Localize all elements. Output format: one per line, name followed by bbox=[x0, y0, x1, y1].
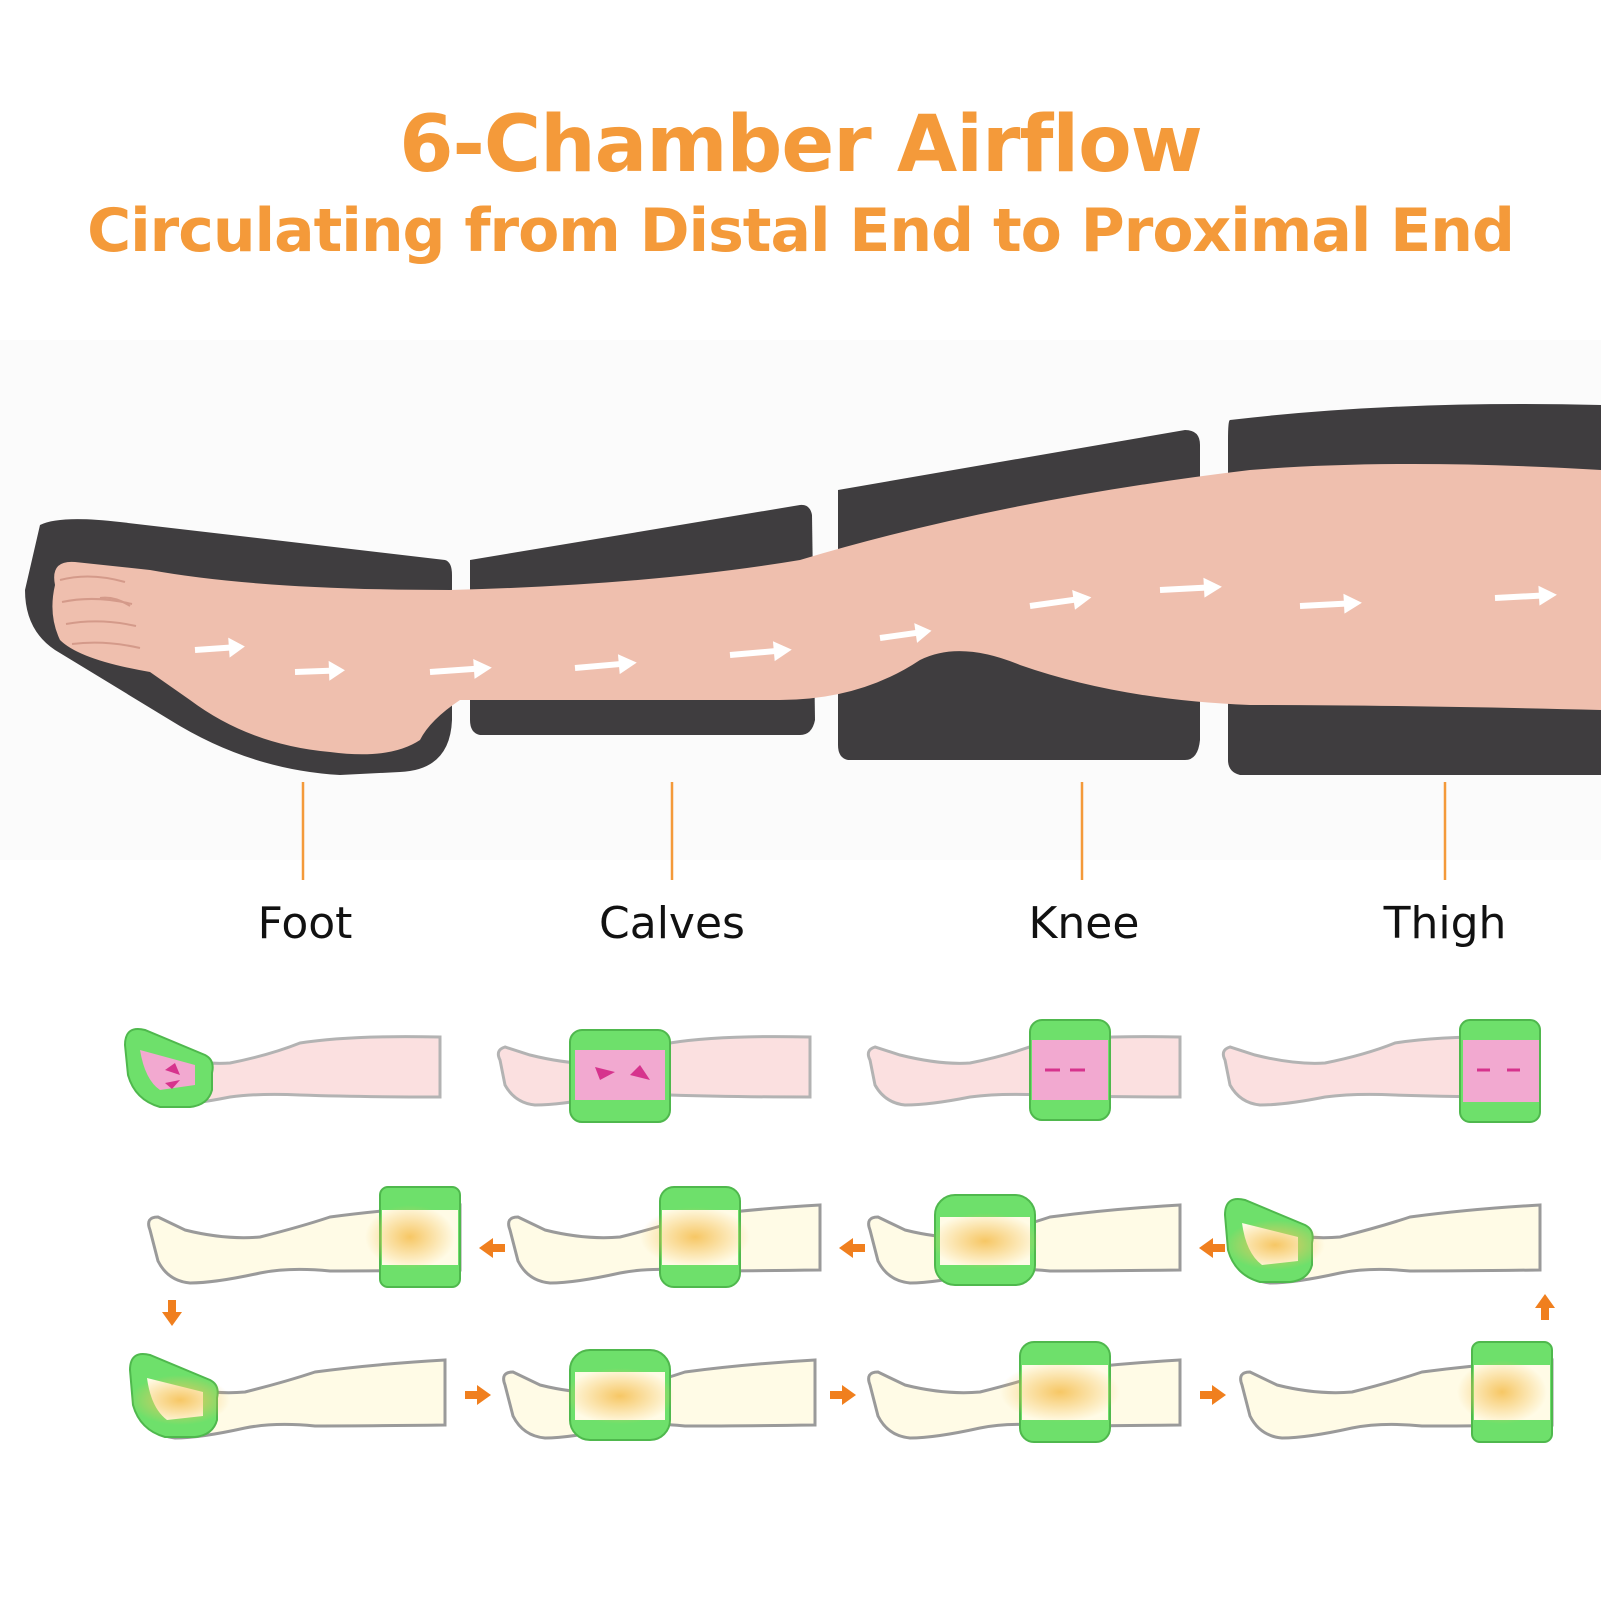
right-arrow-icon bbox=[1159, 577, 1222, 598]
label-thigh: Thigh bbox=[1383, 898, 1507, 949]
orange-arrow-icon bbox=[1199, 1238, 1225, 1258]
right-arrow-icon bbox=[1299, 593, 1362, 614]
toes bbox=[59, 575, 141, 649]
step-row2-foot bbox=[1223, 1198, 1542, 1285]
right-arrow-icon bbox=[1494, 585, 1557, 606]
step-knee-pressure bbox=[866, 1019, 1182, 1121]
orange-arrow-icon bbox=[1535, 1294, 1555, 1320]
leg-sleeve-illustration bbox=[25, 404, 1601, 880]
step-calf-pressure bbox=[496, 1029, 812, 1123]
step-row2-calf bbox=[867, 1194, 1182, 1286]
step-foot-pressure bbox=[123, 1028, 442, 1108]
step-row2-thigh bbox=[147, 1186, 462, 1288]
right-arrow-icon bbox=[729, 641, 792, 662]
orange-arrow-icon bbox=[162, 1300, 182, 1326]
step-row2-knee bbox=[507, 1186, 822, 1288]
step-row3-calf bbox=[502, 1349, 817, 1441]
orange-arrow-icon bbox=[1200, 1385, 1226, 1405]
orange-arrow-icon bbox=[465, 1385, 491, 1405]
flow-arrows bbox=[194, 577, 1557, 681]
orange-arrow-icon bbox=[839, 1238, 865, 1258]
orange-arrow-icon bbox=[479, 1238, 505, 1258]
right-arrow-icon bbox=[574, 654, 637, 675]
orange-arrow-icon bbox=[830, 1385, 856, 1405]
label-foot: Foot bbox=[257, 898, 353, 949]
label-calves: Calves bbox=[599, 898, 745, 949]
step-row3-knee bbox=[867, 1341, 1182, 1443]
label-pointers bbox=[301, 782, 1447, 880]
right-arrow-icon bbox=[294, 660, 345, 681]
right-arrow-icon bbox=[429, 658, 492, 679]
right-arrow-icon bbox=[1029, 589, 1092, 610]
leg-skin bbox=[52, 464, 1601, 755]
right-arrow-icon bbox=[194, 637, 245, 658]
step-thigh-pressure bbox=[1221, 1019, 1541, 1123]
step-row3-thigh bbox=[1239, 1341, 1554, 1443]
diagram-subtitle: Circulating from Distal End to Proximal … bbox=[87, 196, 1515, 266]
step-row3-foot bbox=[128, 1353, 447, 1440]
sequence-arrows bbox=[162, 1238, 1555, 1405]
label-knee: Knee bbox=[1028, 898, 1140, 949]
diagram-title: 6-Chamber Airflow bbox=[399, 100, 1203, 190]
right-arrow-icon bbox=[879, 623, 932, 643]
